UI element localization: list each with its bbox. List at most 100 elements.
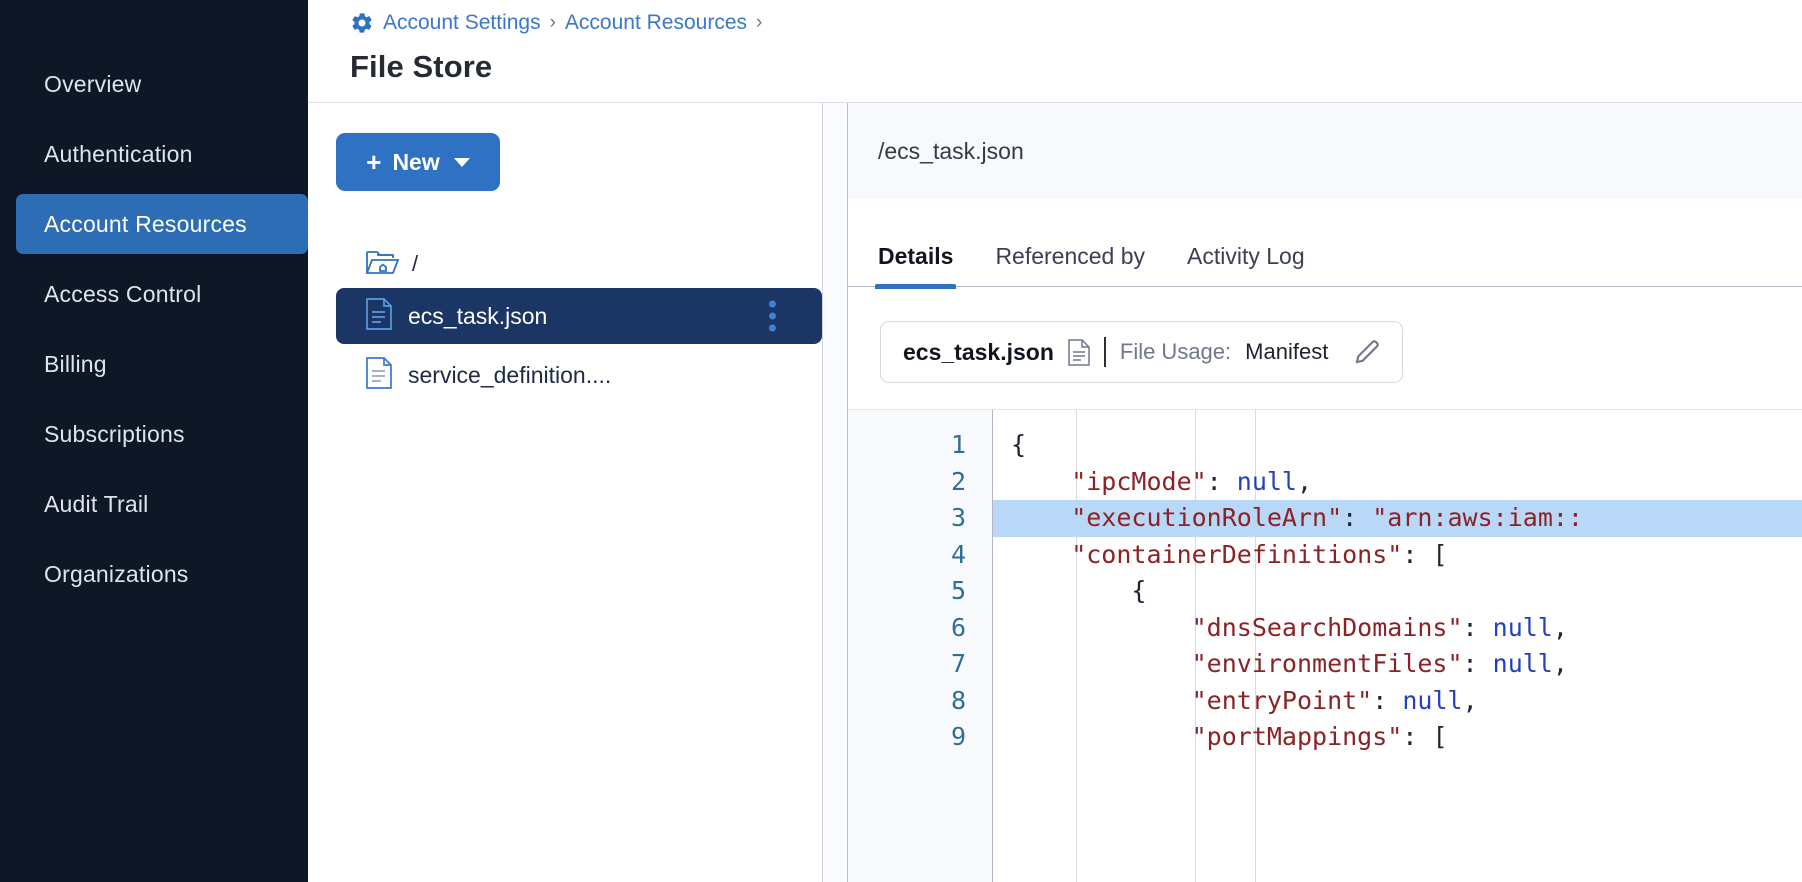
page-title: File Store xyxy=(350,49,493,84)
line-number: 3 xyxy=(950,503,966,532)
line-number: 4 xyxy=(950,539,966,569)
code-token: { xyxy=(1011,576,1147,605)
breadcrumb-separator: › xyxy=(549,12,556,33)
code-line[interactable]: "containerDefinitions": [ xyxy=(993,537,1802,574)
line-number: 2 xyxy=(950,466,966,496)
code-line[interactable]: "executionRoleArn": "arn:aws:iam:: xyxy=(993,500,1802,537)
file-name: service_definition.... xyxy=(408,361,612,388)
kebab-menu-icon[interactable] xyxy=(769,300,776,332)
panel-splitter[interactable] xyxy=(822,103,848,882)
usage-card-label: File Usage: xyxy=(1119,339,1232,364)
tab-label: Details xyxy=(878,243,954,269)
page-header: Account Settings › Account Resources › F… xyxy=(308,0,1802,103)
file-icon xyxy=(366,297,392,335)
breadcrumb-item-account-settings[interactable]: Account Settings xyxy=(383,11,541,34)
folder-home-icon xyxy=(365,247,400,282)
tab-referenced-by[interactable]: Referenced by xyxy=(995,243,1145,286)
usage-card-divider xyxy=(1103,337,1106,367)
sidebar-item-label: Audit Trail xyxy=(44,490,149,517)
code-token: "environmentFiles" xyxy=(1011,649,1463,678)
file-tree-item[interactable]: service_definition.... xyxy=(336,347,822,403)
detail-tabs: Details Referenced by Activity Log xyxy=(848,199,1802,289)
file-name: ecs_task.json xyxy=(408,302,548,329)
sidebar-item-authentication[interactable]: Authentication xyxy=(16,124,308,184)
line-number-gutter: 1 2 3 4 5 6 7 8 9 xyxy=(848,410,993,882)
file-tree-panel: + New / xyxy=(308,103,822,882)
code-token: : xyxy=(1342,503,1373,532)
code-token: "entryPoint" xyxy=(1011,685,1373,715)
code-token: { xyxy=(1011,430,1027,459)
chevron-down-icon xyxy=(453,157,470,167)
code-line[interactable]: { xyxy=(993,573,1802,610)
panels: + New / xyxy=(308,103,1802,882)
line-number: 5 xyxy=(950,576,966,605)
code-token: "arn:aws:iam:: xyxy=(1372,503,1583,532)
breadcrumb: Account Settings › Account Resources › xyxy=(350,0,1802,42)
sidebar-item-organizations[interactable]: Organizations xyxy=(16,544,308,604)
code-content[interactable]: { "ipcMode": null, "executionRoleArn": "… xyxy=(993,410,1802,882)
code-line[interactable]: "environmentFiles": null, xyxy=(993,646,1802,683)
sidebar-item-label: Access Control xyxy=(44,280,202,307)
file-tree: / ecs_task.json service_definition.... xyxy=(336,243,822,403)
code-line[interactable]: "ipcMode": null, xyxy=(993,464,1802,501)
tab-label: Referenced by xyxy=(995,243,1146,269)
code-token: , xyxy=(1552,612,1568,642)
sidebar-item-label: Authentication xyxy=(44,140,193,167)
code-token: : xyxy=(1206,466,1237,496)
code-token: , xyxy=(1552,649,1568,678)
code-line[interactable]: "dnsSearchDomains": null, xyxy=(993,610,1802,647)
code-line[interactable]: "entryPoint": null, xyxy=(993,683,1802,720)
line-number: 1 xyxy=(950,430,966,459)
gear-icon xyxy=(350,11,374,35)
document-icon xyxy=(1068,338,1090,366)
usage-card-filename: ecs_task.json xyxy=(903,338,1054,365)
sidebar-item-label: Subscriptions xyxy=(44,420,185,447)
code-token: "containerDefinitions" xyxy=(1011,539,1403,569)
tab-details[interactable]: Details xyxy=(874,243,957,289)
code-token: , xyxy=(1297,466,1313,496)
code-token: "ipcMode" xyxy=(1011,466,1207,496)
code-token: : xyxy=(1462,612,1493,642)
sidebar-item-access-control[interactable]: Access Control xyxy=(16,264,308,324)
breadcrumb-item-account-resources[interactable]: Account Resources xyxy=(564,11,748,34)
code-token: : xyxy=(1372,685,1403,715)
sidebar-item-overview[interactable]: Overview xyxy=(16,54,308,114)
code-token: : xyxy=(1462,649,1493,678)
code-editor[interactable]: 1 2 3 4 5 6 7 8 9 { "ipcMode": null, "executionR… xyxy=(848,409,1802,882)
code-token: : [ xyxy=(1402,539,1448,569)
sidebar-item-billing[interactable]: Billing xyxy=(16,334,308,394)
code-token: null xyxy=(1236,466,1297,496)
main-content: Account Settings › Account Resources › F… xyxy=(308,0,1802,882)
sidebar-item-label: Billing xyxy=(44,350,107,377)
plus-icon: + xyxy=(366,147,382,177)
new-button-label: New xyxy=(392,148,440,175)
file-tree-item[interactable]: ecs_task.json xyxy=(336,288,822,344)
code-token: : [ xyxy=(1402,722,1448,751)
sidebar-item-subscriptions[interactable]: Subscriptions xyxy=(16,404,308,464)
sidebar-item-account-resources[interactable]: Account Resources xyxy=(16,194,308,254)
sidebar-item-audit-trail[interactable]: Audit Trail xyxy=(16,474,308,534)
line-number: 7 xyxy=(950,649,966,678)
code-line[interactable]: "portMappings": [ xyxy=(993,719,1802,756)
file-usage-card: ecs_task.json File Usage: Manifest xyxy=(880,321,1404,383)
code-token: null xyxy=(1402,685,1463,715)
sidebar-item-label: Organizations xyxy=(44,560,189,587)
tree-root-folder[interactable]: / xyxy=(336,243,822,285)
tab-activity-log[interactable]: Activity Log xyxy=(1187,243,1305,286)
file-icon xyxy=(366,356,392,394)
code-token: "portMappings" xyxy=(1011,722,1403,751)
line-number: 8 xyxy=(950,685,966,715)
code-token: "dnsSearchDomains" xyxy=(1011,612,1463,642)
line-number: 9 xyxy=(950,722,966,751)
breadcrumb-separator-2: › xyxy=(756,12,763,33)
tab-label: Activity Log xyxy=(1187,243,1305,269)
code-token: null xyxy=(1492,649,1553,678)
sidebar-item-label: Account Resources xyxy=(44,210,247,237)
line-number: 6 xyxy=(950,612,966,642)
pencil-icon[interactable] xyxy=(1352,337,1382,367)
code-token: "executionRoleArn" xyxy=(1011,503,1343,532)
code-line[interactable]: { xyxy=(993,427,1802,464)
new-button[interactable]: + New xyxy=(336,133,500,191)
usage-card-value: Manifest xyxy=(1245,339,1329,364)
